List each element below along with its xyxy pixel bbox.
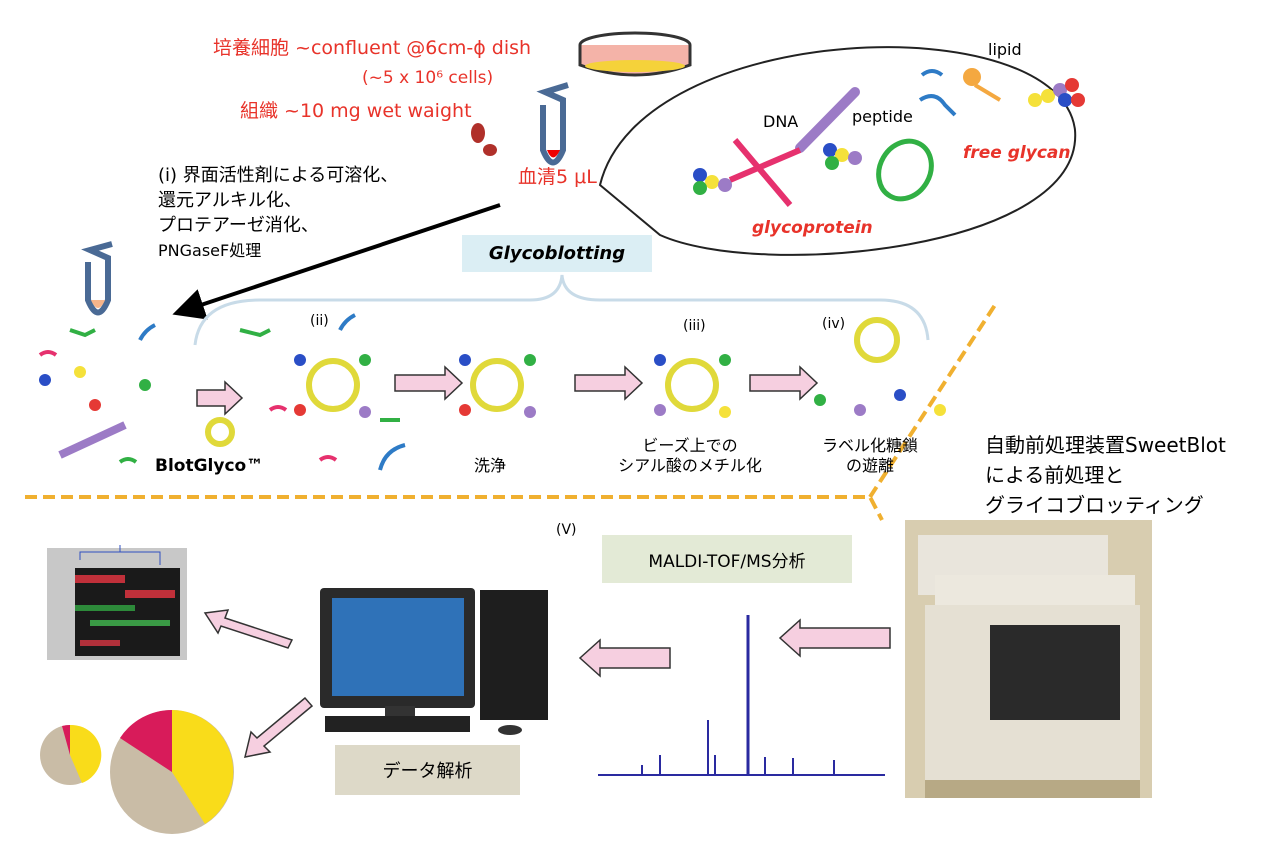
blotglyco-label: BlotGlyco™ bbox=[155, 456, 264, 476]
step-i-line: 還元アルキル化、 bbox=[158, 190, 302, 211]
sample-tube-icon bbox=[81, 241, 113, 316]
lipid-label: lipid bbox=[988, 40, 1022, 59]
process-arrow bbox=[172, 203, 501, 320]
step-arrows bbox=[196, 365, 819, 416]
cells-count-label: (~5 x 10⁶ cells) bbox=[362, 68, 494, 88]
bead-icons bbox=[205, 317, 900, 447]
glycoprotein-label: glycoprotein bbox=[752, 218, 873, 238]
methylation-label: ビーズ上での シアル酸のメチル化 bbox=[600, 436, 780, 476]
step-i-line: (i) 界面活性剤による可溶化、 bbox=[158, 165, 399, 186]
methylation-line: シアル酸のメチル化 bbox=[618, 456, 762, 475]
dna-label: DNA bbox=[763, 112, 799, 131]
step-i-line: PNGaseF処理 bbox=[158, 241, 262, 260]
release-label: ラベル化糖鎖 の遊離 bbox=[800, 436, 940, 476]
sweetblot-line: 自動前処理装置SweetBlot bbox=[985, 433, 1226, 457]
step-i-line: プロテアーゼ消化、 bbox=[158, 215, 319, 236]
glycan-cluster-icons bbox=[693, 78, 1085, 195]
culture-dish-icon bbox=[578, 31, 692, 77]
tissue-icon bbox=[471, 123, 485, 143]
wash-label: 洗浄 bbox=[474, 456, 507, 475]
glycoblotting-label: Glycoblotting bbox=[462, 235, 652, 272]
dashed-outline bbox=[25, 303, 997, 521]
release-line: ラベル化糖鎖 bbox=[821, 436, 918, 455]
mass-spectrum bbox=[598, 615, 885, 776]
sweetblot-description: 自動前処理装置SweetBlot による前処理と グライコブロッティング bbox=[985, 430, 1226, 520]
analysis-arrows bbox=[203, 609, 891, 758]
tube-icon bbox=[536, 82, 569, 166]
peptide-label: peptide bbox=[852, 107, 913, 126]
methylation-line: ビーズ上での bbox=[642, 436, 738, 455]
tissue-source-label: 組織 ~10 mg wet waight bbox=[240, 100, 472, 122]
heatmap-image bbox=[47, 545, 187, 660]
peptide-fragments bbox=[38, 313, 406, 471]
serum-source-label: 血清5 μL bbox=[518, 166, 597, 188]
step-ii-label: (ii) bbox=[310, 313, 329, 329]
pie-charts bbox=[40, 709, 234, 834]
maldi-label: MALDI-TOF/MS分析 bbox=[602, 535, 852, 583]
sweetblot-line: グライコブロッティング bbox=[985, 493, 1204, 517]
glycan-branches bbox=[39, 354, 946, 418]
step-v-label: (V) bbox=[556, 522, 577, 538]
sweetblot-machine-photo bbox=[905, 520, 1152, 798]
release-line: の遊離 bbox=[845, 456, 894, 475]
step-iv-label: (iv) bbox=[822, 316, 846, 332]
data-analysis-label: データ解析 bbox=[335, 745, 520, 795]
cells-source-label: 培養細胞 ~confluent @6cm-ϕ dish bbox=[213, 37, 532, 59]
glycoblotting-bracket bbox=[193, 274, 930, 346]
computer-image bbox=[320, 588, 548, 735]
step-i-description: (i) 界面活性剤による可溶化、 還元アルキル化、 プロテアーゼ消化、 PNGa… bbox=[158, 163, 398, 263]
step-iii-label: (iii) bbox=[683, 318, 706, 334]
sweetblot-line: による前処理と bbox=[985, 463, 1125, 487]
free-glycan-label: free glycan bbox=[963, 143, 1071, 163]
